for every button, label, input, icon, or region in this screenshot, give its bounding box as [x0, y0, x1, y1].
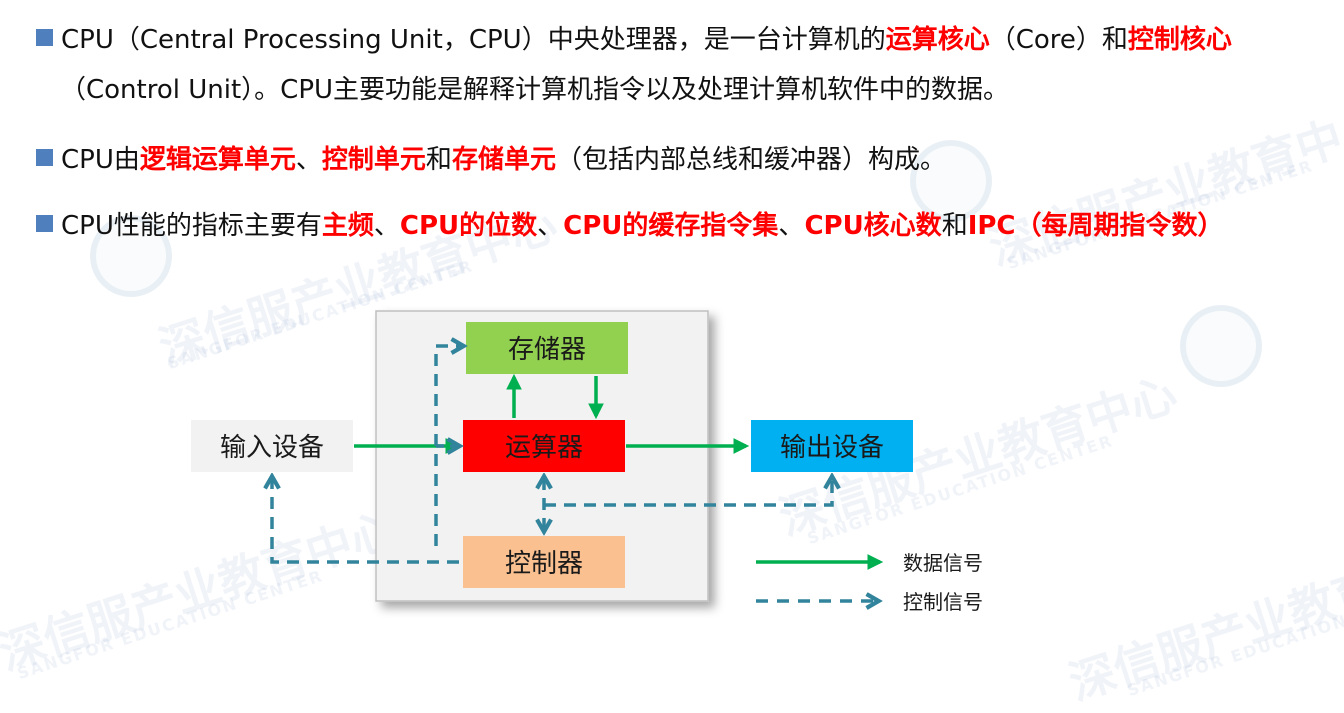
output-device-label: 输出设备 — [780, 433, 884, 463]
highlight-text: CPU核心数 — [804, 211, 942, 241]
bullet-text: CPU（Central Processing Unit，CPU）中央处理器，是一… — [61, 25, 1232, 55]
text-run: 、 — [778, 211, 805, 241]
memory-box — [466, 322, 628, 374]
bullet-text: CPU由逻辑运算单元、控制单元和存储单元（包括内部总线和缓冲器）构成。 — [61, 145, 946, 175]
highlight-text: 控制单元 — [321, 145, 426, 175]
text-run: 和 — [425, 145, 452, 175]
highlight-text: 存储单元 — [451, 145, 556, 175]
bullet-square-icon — [36, 215, 53, 232]
legend-control-signal-label: 控制信号 — [903, 590, 983, 614]
input-device-box — [191, 420, 353, 472]
highlight-text: 逻辑运算单元 — [139, 145, 296, 175]
bullet-composition: CPU由逻辑运算单元、控制单元和存储单元（包括内部总线和缓冲器）构成。 — [36, 140, 946, 180]
controller-box — [463, 536, 625, 588]
text-run: CPU由 — [61, 145, 140, 175]
bullet-square-icon — [36, 149, 53, 166]
bullet-performance: CPU性能的指标主要有主频、CPU的位数、CPU的缓存指令集、CPU核心数和IP… — [36, 206, 1224, 246]
bullet-definition-continuation: （Control Unit）。CPU主要功能是解释计算机指令以及处理计算机软件中… — [60, 75, 1010, 105]
input-device-label: 输入设备 — [220, 433, 324, 463]
alu-label: 运算器 — [505, 433, 583, 463]
control-arrow-controller-output — [544, 478, 832, 507]
bullet-definition: CPU（Central Processing Unit，CPU）中央处理器，是一… — [36, 20, 1232, 60]
text-run: CPU性能的指标主要有 — [61, 211, 322, 241]
cpu-architecture-diagram: 存储器 运算器 输入设备 输出设备 控制器 数据信号 控制信号 — [191, 310, 983, 614]
output-device-box — [751, 420, 913, 472]
text-run: 、 — [295, 145, 322, 175]
memory-label: 存储器 — [508, 335, 586, 365]
legend-data-signal-label: 数据信号 — [903, 551, 983, 575]
text-run: 、 — [537, 211, 564, 241]
alu-box — [463, 420, 625, 472]
highlight-text: CPU的缓存指令集 — [563, 211, 779, 241]
highlight-text: IPC（每周期指令数） — [967, 211, 1224, 241]
control-arrow-to-memory — [434, 346, 462, 546]
highlight-text: CPU的位数 — [399, 211, 538, 241]
text-run: CPU（Central Processing Unit，CPU）中央处理器，是一… — [61, 25, 886, 55]
control-arrow-controller-input — [272, 478, 459, 564]
highlight-text: 运算核心 — [885, 25, 990, 55]
highlight-text: 主频 — [321, 211, 374, 241]
controller-label: 控制器 — [505, 549, 583, 579]
text-run: 和 — [941, 211, 968, 241]
text-run: （Core）和 — [989, 25, 1128, 55]
bullet-text: CPU性能的指标主要有主频、CPU的位数、CPU的缓存指令集、CPU核心数和IP… — [61, 211, 1224, 241]
highlight-text: 控制核心 — [1127, 25, 1232, 55]
text-run: （包括内部总线和缓冲器）构成。 — [555, 145, 946, 175]
text-run: 、 — [373, 211, 400, 241]
bullet-square-icon — [36, 29, 53, 46]
